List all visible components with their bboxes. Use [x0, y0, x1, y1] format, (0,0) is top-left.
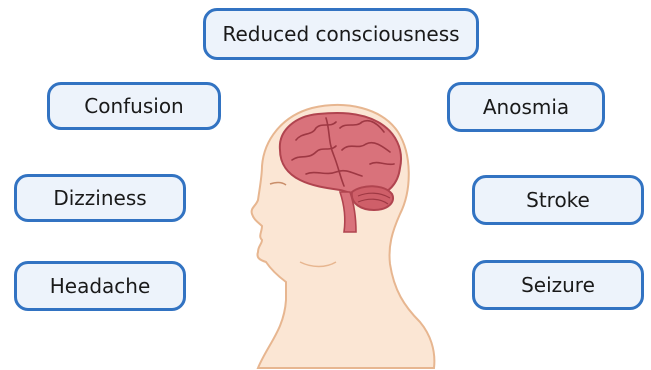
symptom-label: Headache	[50, 274, 151, 298]
symptom-label: Seizure	[521, 273, 595, 297]
symptom-label: Anosmia	[483, 95, 569, 119]
symptom-confusion: Confusion	[47, 82, 221, 130]
symptom-label: Confusion	[84, 94, 183, 118]
symptom-label: Dizziness	[53, 186, 146, 210]
symptom-label: Reduced consciousness	[222, 22, 459, 46]
symptom-reduced-consciousness: Reduced consciousness	[203, 8, 479, 60]
symptom-label: Stroke	[526, 188, 590, 212]
symptom-anosmia: Anosmia	[447, 82, 605, 132]
symptom-seizure: Seizure	[472, 260, 644, 310]
symptom-headache: Headache	[14, 261, 186, 311]
symptom-stroke: Stroke	[472, 175, 644, 225]
symptom-dizziness: Dizziness	[14, 174, 186, 222]
brain-cerebellum	[352, 186, 393, 210]
